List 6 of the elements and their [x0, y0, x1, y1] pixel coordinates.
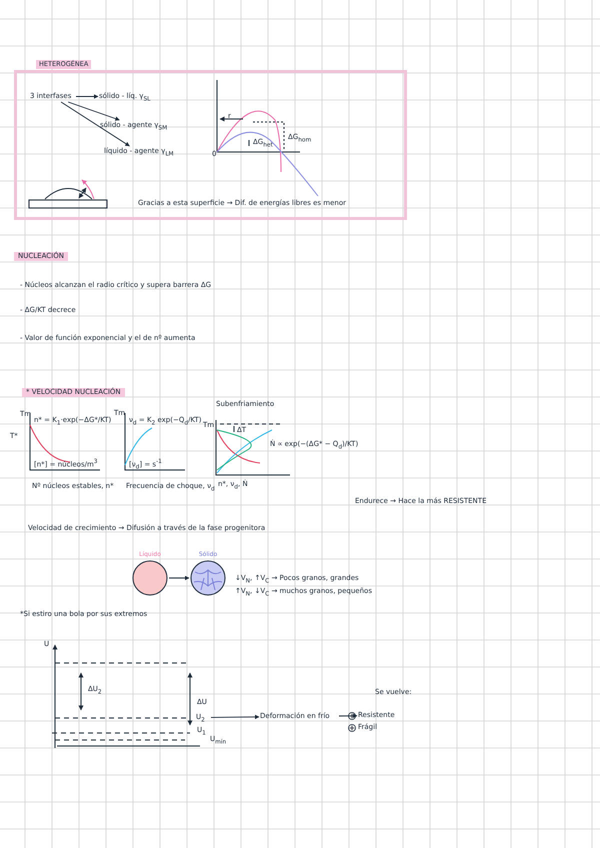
- arrow: [168, 576, 190, 580]
- arrow: [338, 714, 358, 718]
- arrow: [210, 714, 260, 720]
- arrow: [60, 102, 130, 146]
- arrow: [68, 102, 120, 121]
- arrow: [76, 94, 98, 99]
